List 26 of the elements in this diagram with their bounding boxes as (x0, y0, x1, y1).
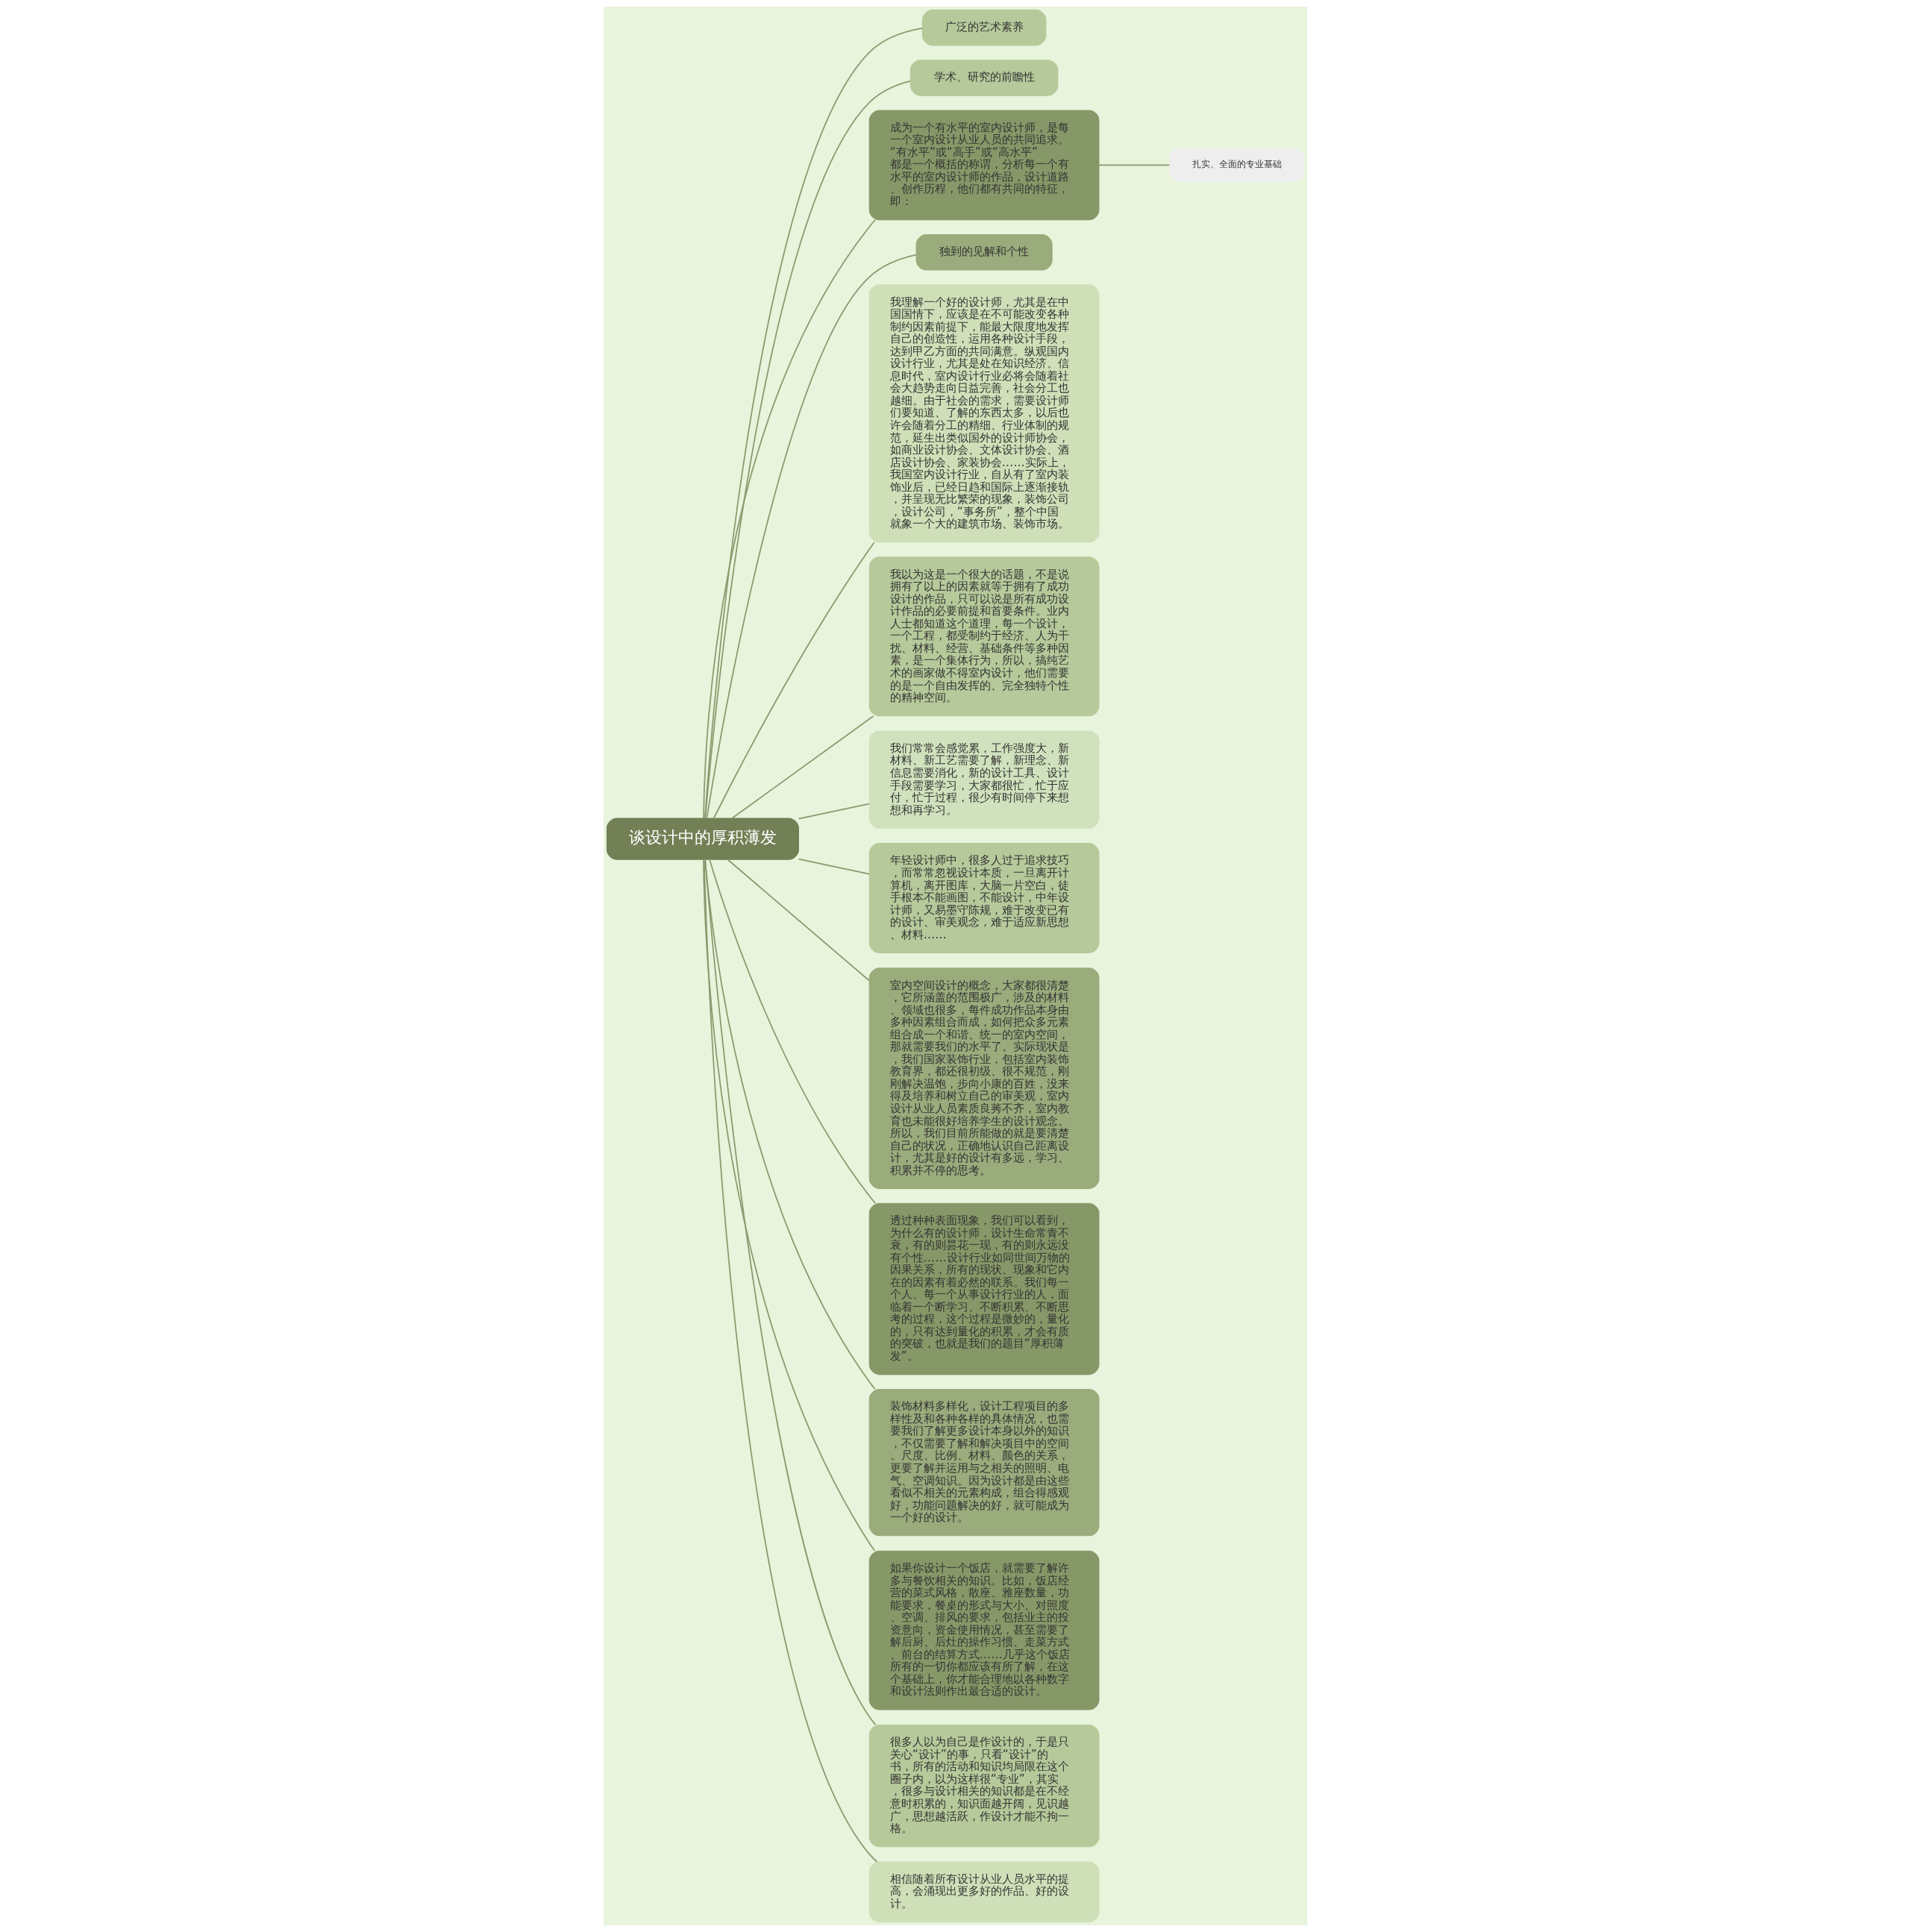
node-box: 如果你设计一个饭店，就需要了解许多与餐饮相关的知识。比如，饭店经营的菜式风格，散座、雅座数量，功能要求，餐桌的形式与大小、对照度、空调、排风的要求，包括业主的投资意向，资金使用情况，甚至需要了解后厨、后灶的操作习惯、走菜方式、前台的结算方式……几乎这个饭店所有的一切你都应该有所了解，在这个基础上，你才能合理地以各种数字和设计法则作出最合适的设计。 (868, 1550, 1099, 1710)
node-box: 学术、研究的前瞻性 (909, 60, 1058, 96)
connector (708, 859, 876, 1204)
connector (726, 859, 870, 982)
node-box: 成为一个有水平的室内设计师，是每一个室内设计从业人员的共同追求。“有水平”或“高手”或“高水平”都是一个概括的称谓，分析每一个有水平的室内设计师的作品，设计道路、创作历程，他们都有共同的特征，即： (868, 110, 1099, 221)
node-box: 谈设计中的厚积薄发 (606, 818, 799, 860)
node-box: 很多人以为自己是作设计的，于是只关心“设计”的事，只看“设计”的书，所有的活动和知识均局限在这个圈子内，以为这样很“专业”，其实，很多与设计相关的知识都是在不经意时积累的，知识面越开阔，见识越广，思想越活跃，作设计才能不拘一格。 (868, 1724, 1099, 1848)
node-box: 我理解一个好的设计师，尤其是在中国国情下，应该是在不可能改变各种制约因素前提下，能最大限度地发挥自己的创造性，运用各种设计手段，达到甲乙方面的共同满意。纵观国内设计行业，尤其是处在知识经济、信息时代，室内设计行业必将会随着社会大趋势走向日益完善，社会分工也越细。由于社会的需求，需要设计师们要知道、了解的东西太多，以后也许会随着分工的精细、行业体制的规范，延生出类似国外的设计师协会，如商业设计协会、文体设计协会、酒店设计协会、家装协会……实际上，我国室内设计行业，自从有了室内装饰业后，已经日趋和国际上逐渐接轨，并呈现无比繁荣的现象，装饰公司，设计公司，“事务所”，整个中国就象一个大的建筑市场、装饰市场。 (868, 284, 1099, 543)
connector (706, 254, 917, 819)
node-box: 我们常常会感觉累，工作强度大，新材料、新工艺需要了解，新理念、新信息需要消化，新的设计工具、设计手段需要学习，大家都很忙，忙于应付，忙于过程，很少有时间停下来想想和再学习。 (868, 730, 1099, 829)
connector (1098, 164, 1170, 166)
node-box: 年轻设计师中，很多人过于追求技巧，而常常忽视设计本质，一旦离开计算机，离开图库，大脑一片空白，徒手根本不能画图，不能设计，中年设计师，又易墨守陈规，难于改变已有的设计、审美观念，难于适应新思想、材料…… (868, 843, 1099, 953)
connector (798, 803, 870, 820)
node-box: 室内空间设计的概念，大家都很清楚，它所涵盖的范围极广，涉及的材料、领域也很多，每件成功作品本身由多种因素组合而成，如何把众多元素组合成一个和谐、统一的室内空间，那就需要我们的水平了。实际现状是，我们国家装饰行业，包括室内装饰教育界，都还很初级、很不规范，刚刚解决温饱，步向小康的百姓，没来得及培养和树立自己的审美观，室内设计从业人员素质良莠不齐，室内教育也未能很好培养学生的设计观念。所以，我们目前所能做的就是要清楚自己的状况，正确地认识自己距离设计，尤其是好的设计有多远，学习、积累并不停的思考。 (868, 967, 1099, 1189)
node-box: 扎实、全面的专业基础 (1168, 148, 1304, 182)
connector (731, 715, 874, 819)
connector (798, 858, 870, 875)
node-box: 我以为这是一个很大的话题，不是说拥有了以上的因素就等于拥有了成功设计的作品，只可以说是所有成功设计作品的必要前提和首要条件。业内人士都知道这个道理，每一个设计，一个工程，都受制约于经济、人为干扰、材料、经营、基础条件等多种因素，是一个集体行为，所以，搞纯艺术的画家做不得室内设计，他们需要的是一个自由发挥的、完全独特个性的精神空间。 (868, 556, 1099, 717)
node-box: 独到的见解和个性 (915, 233, 1053, 271)
connector (713, 542, 875, 819)
node-box: 相信随着所有设计从业人员水平的提高，会涌现出更多好的作品、好的设计。 (868, 1861, 1099, 1923)
connector (702, 859, 875, 1552)
node-box: 透过种种表面现象，我们可以看到，为什么有的设计师，设计生命常青不衰，有的则昙花一现，有的则永远没有个性……设计行业如同世间万物的因果关系，所有的现状、现象和它内在的因素有着必然的联系。我们每一个人、每一个从事设计行业的人，面临着一个断学习、不断积累、不断思考的过程，这个过程是微妙的，量化的，只有达到量化的积累，才会有质的突破，也就是我们的题目“厚积薄发”。 (868, 1202, 1099, 1376)
node-box: 广泛的艺术素养 (921, 9, 1046, 46)
node-box: 装饰材料多样化，设计工程项目的多样性及和各种各样的具体情况，也需要我们了解更多设计本身以外的知识，不仅需要了解和解决项目中的空间、尺度、比例、材料、颜色的关系，更要了解并运用与之相关的照明、电气、空调知识。因为设计都是由这些看似不相关的元素构成，组合得感观好，功能问题解决的好，就可能成为一个好的设计。 (868, 1388, 1099, 1537)
connector (702, 219, 876, 819)
